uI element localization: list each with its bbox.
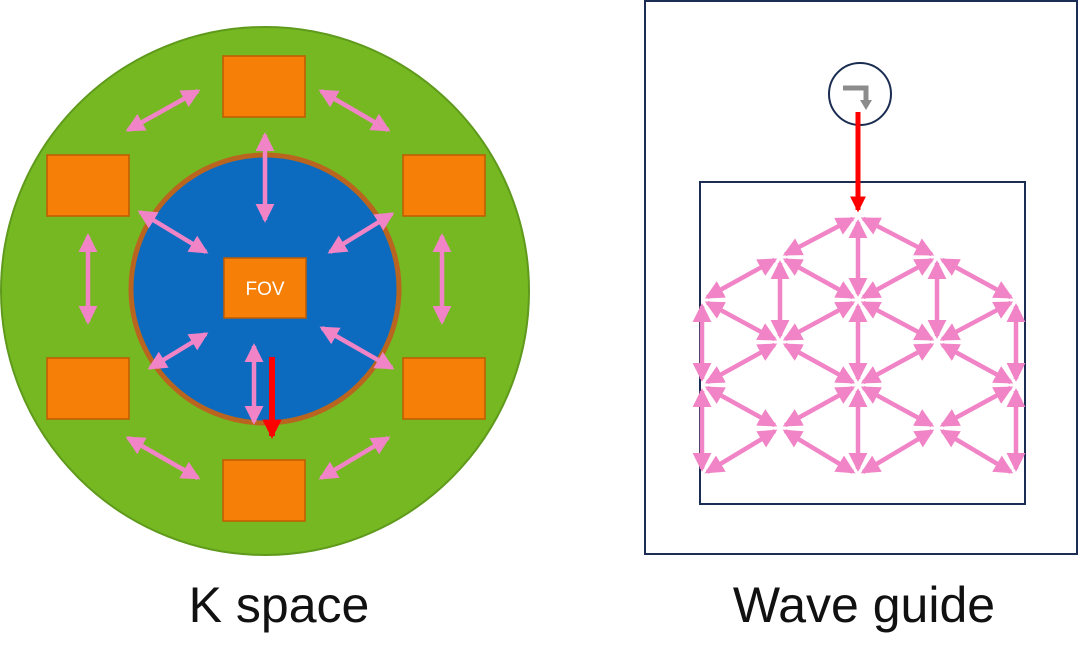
waveguide-inner-frame — [699, 181, 1026, 505]
waveguide-lattice-arrow — [860, 216, 935, 257]
waveguide-lattice-arrow — [939, 429, 1014, 474]
k-arrow-fov-to-lower-right — [319, 326, 395, 370]
waveguide-lattice-arrow — [704, 429, 778, 474]
waveguide-lattice-arrow — [782, 342, 856, 385]
waveguide-arrow-lattice — [692, 216, 1026, 474]
waveguide-lattice-arrow — [782, 385, 856, 428]
k-space-box-top — [222, 55, 306, 118]
k-arrow-top-to-upper-left — [125, 89, 201, 132]
k-space-box-lower-left — [46, 357, 130, 420]
waveguide-lattice-arrow — [860, 385, 935, 428]
kspace-caption: K space — [189, 577, 370, 633]
waveguide-lattice-arrow — [860, 257, 935, 300]
waveguide-lattice-arrow — [939, 385, 1014, 428]
waveguide-lattice-arrow — [782, 216, 856, 257]
waveguide-lattice-arrow — [704, 342, 778, 385]
fov-label: FOV — [245, 279, 284, 300]
k-arrow-top-to-upper-right — [318, 89, 391, 132]
input-coupler-icon — [843, 85, 869, 102]
waveguide-lattice-arrow — [939, 300, 1014, 342]
k-space-box-upper-left — [46, 154, 130, 217]
k-space-box-lower-right — [402, 357, 486, 420]
waveguide-lattice-arrow — [782, 300, 856, 342]
k-arrow-fov-to-upper-right — [327, 212, 395, 254]
waveguide-lattice-arrow — [704, 385, 778, 428]
k-arrow-bottom-to-lower-left — [125, 436, 201, 480]
waveguide-lattice-arrow — [782, 429, 856, 474]
fov-box — [223, 257, 307, 319]
waveguide-lattice-arrow — [782, 257, 856, 300]
k-space-box-upper-right — [402, 154, 486, 217]
waveguide-lattice-arrow — [860, 300, 935, 342]
waveguide-lattice-arrow — [939, 257, 1014, 300]
wave-guide-panel — [644, 0, 1078, 555]
k-space-box-bottom — [222, 459, 306, 522]
waveguide-lattice-arrow — [860, 429, 935, 474]
waveguide-lattice-arrow — [704, 300, 778, 342]
input-coupler-icon-tip — [860, 100, 872, 110]
k-arrow-bottom-to-lower-right — [318, 436, 391, 480]
k-space-panel: FOV — [0, 26, 530, 556]
k-space-arrows — [78, 89, 452, 480]
waveguide-caption: Wave guide — [733, 577, 995, 633]
waveguide-lattice-arrow — [939, 342, 1014, 385]
k-arrow-fov-to-lower-left — [147, 332, 209, 370]
waveguide-lattice-arrow — [704, 257, 778, 300]
k-arrow-fov-to-upper-left — [137, 210, 209, 254]
waveguide-lattice-arrow — [860, 342, 935, 385]
